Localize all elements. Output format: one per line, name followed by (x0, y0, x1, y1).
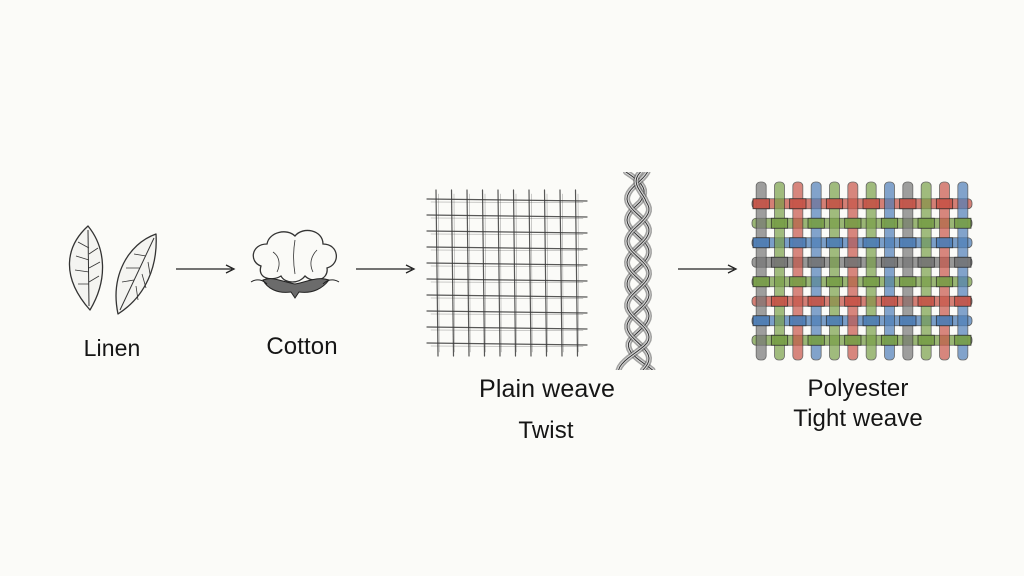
tight-weave-icon (751, 181, 973, 361)
plain-weave-grid-icon (426, 189, 588, 357)
cotton-boll-icon (250, 229, 340, 299)
twist-label: Twist (518, 417, 574, 444)
polyester-label: Polyester (807, 375, 909, 402)
arrow-icon (176, 264, 236, 274)
tight-weave-label: Tight weave (793, 405, 923, 432)
plain-weave-label: Plain weave (479, 375, 615, 403)
twisted-yarn-icon (615, 172, 656, 370)
leaves-icon (68, 225, 157, 315)
arrow-icon (678, 264, 738, 274)
cotton-label: Cotton (266, 333, 338, 360)
linen-label: Linen (83, 335, 141, 361)
arrow-icon (356, 264, 416, 274)
